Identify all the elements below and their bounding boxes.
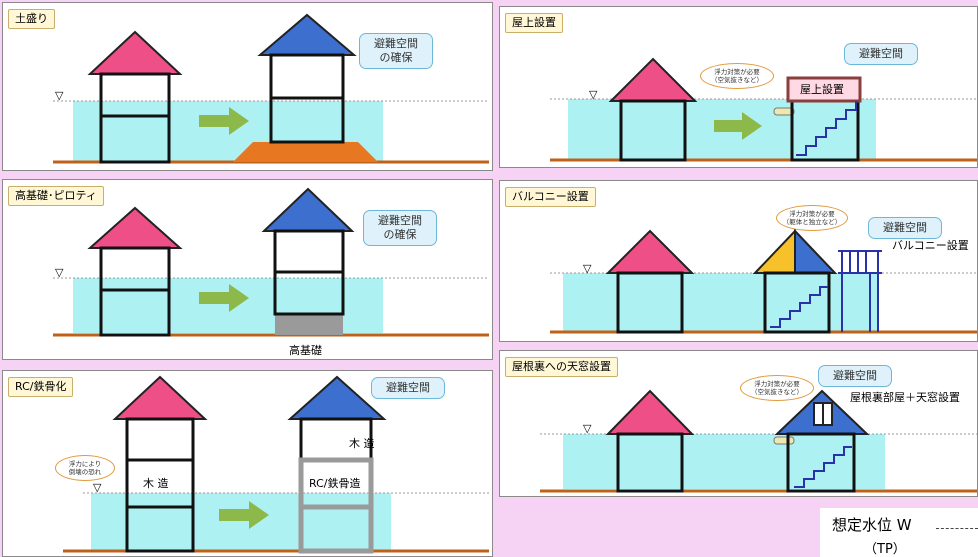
mound	[233, 142, 378, 162]
roof-blue	[257, 13, 357, 56]
panel-okujo: 屋上設置 ▽ 浮力対策が必要 （空気抜きなど） 屋上設置 避難空間	[499, 6, 978, 168]
water-area	[563, 273, 878, 331]
roof-pink	[605, 389, 695, 435]
arrow-right	[199, 107, 249, 135]
callout-bubble: 避難空間 の確保	[359, 33, 433, 69]
house-body	[619, 99, 687, 162]
caution-note: 浮力対策が必要 （空気抜きなど）	[700, 63, 774, 89]
roof-pink	[112, 375, 208, 420]
water-level-legend: 想定水位 W （TP）	[820, 508, 978, 557]
panel-tenmado: 屋根裏への天窓設置 ▽ 浮力対策が必要 （空気抜きなど） 避難空間 屋根裏部屋＋…	[499, 350, 978, 497]
house-body	[786, 432, 856, 493]
roof-pink	[87, 30, 183, 75]
morido-diagram	[53, 13, 489, 164]
panel-balcony: バルコニー設置 ▽ 浮力対策が必要 （躯体と独立など） 避難空間 バルコニー設置	[499, 180, 978, 342]
panel-title: 屋根裏への天窓設置	[505, 357, 618, 377]
balcony-structure	[838, 250, 882, 332]
legend-line2: （TP）	[864, 542, 906, 557]
stairs	[796, 101, 857, 156]
stairs	[794, 446, 852, 488]
roof-blue	[794, 228, 838, 274]
arrow-right	[714, 112, 762, 140]
house-body	[99, 72, 171, 164]
pedestal	[275, 314, 343, 335]
roof-blue	[261, 187, 355, 232]
panel-title: バルコニー設置	[505, 187, 596, 207]
panel-kokiso: 高基礎･ピロティ ▽ 避難空間 の確保 高基礎	[2, 179, 493, 360]
okujo-diagram	[550, 57, 977, 162]
callout-bubble: 避難空間	[868, 217, 942, 239]
panel-title: 土盛り	[8, 9, 55, 29]
callout-bubble: 避難空間 の確保	[363, 210, 437, 246]
water-level-symbol: ▽	[55, 266, 64, 279]
water-area	[91, 493, 391, 550]
vent-pipe	[773, 107, 795, 116]
caution-note: 浮力対策が必要 （空気抜きなど）	[740, 375, 814, 401]
rc-label: RC/鉄骨造	[309, 477, 361, 490]
wood-label-right: 木 造	[349, 437, 375, 450]
water-level-symbol: ▽	[93, 481, 102, 494]
rooftop-label: 屋上設置	[800, 83, 844, 96]
water-area	[563, 434, 885, 489]
rc-diagram	[63, 375, 489, 554]
wood-label-left: 木 造	[143, 477, 169, 490]
roof-pink	[605, 229, 695, 274]
balcony-diagram	[550, 228, 977, 334]
water-level-symbol: ▽	[583, 422, 592, 435]
panel-title: 高基礎･ピロティ	[8, 186, 104, 206]
kokiso-diagram	[53, 187, 489, 337]
legend-line1: 想定水位 W	[832, 516, 912, 534]
attic-label: 屋根裏部屋＋天窓設置	[850, 391, 960, 404]
caution-note: 浮力により 倒壊の恐れ	[55, 455, 115, 481]
callout-bubble: 避難空間	[844, 43, 918, 65]
panel-morido: 土盛り ▽ 避難空間 の確保	[2, 2, 493, 171]
legend-dash	[936, 528, 978, 529]
water-level-symbol: ▽	[55, 89, 64, 102]
roof-pink	[87, 206, 183, 249]
roof-deck	[786, 76, 862, 103]
vent-pipe	[773, 436, 795, 445]
house-body	[125, 417, 195, 553]
balcony-label: バルコニー設置	[892, 239, 969, 252]
house-body	[763, 271, 831, 334]
panel-title: RC/鉄骨化	[8, 377, 74, 397]
callout-bubble: 避難空間	[818, 365, 892, 387]
roof-blue	[287, 375, 387, 420]
tenmado-diagram	[540, 389, 977, 493]
house-body	[616, 432, 684, 493]
caution-note: 浮力対策が必要 （躯体と独立など）	[776, 205, 848, 231]
stairs	[770, 286, 828, 328]
roof-yellow	[752, 228, 796, 274]
panel-title: 屋上設置	[505, 13, 563, 33]
arrow-right	[219, 501, 269, 529]
water-level-symbol: ▽	[589, 88, 598, 101]
roof-pink	[608, 57, 698, 102]
callout-bubble: 避難空間	[371, 377, 445, 399]
water-level-symbol: ▽	[583, 262, 592, 275]
panel-rc: RC/鉄骨化 ▽ 浮力により 倒壊の恐れ 木 造 木 造 RC/鉄骨造 避難空間	[2, 370, 493, 557]
base-label: 高基礎	[289, 344, 322, 357]
arrow-right	[199, 284, 249, 312]
house-body	[616, 271, 684, 334]
